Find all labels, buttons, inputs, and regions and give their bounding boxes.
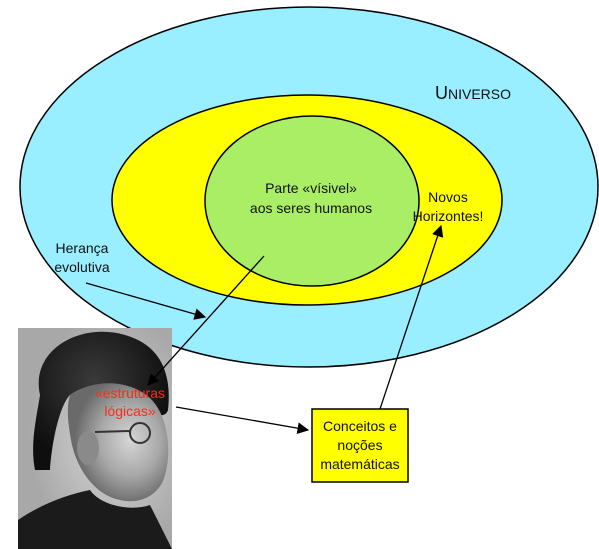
logical-structures-label-line2: lógicas»: [104, 403, 156, 419]
visible-part-label-line1: Parte «vísivel»: [265, 180, 357, 196]
math-concepts-label-line3: matemáticas: [320, 456, 399, 472]
portrait-photo: [18, 328, 172, 549]
universe-label-rest: NIVERSO: [448, 86, 511, 102]
evolutionary-heritage-label-line1: Herança: [56, 240, 109, 256]
logical-structures-label-line1: «estruturas: [95, 385, 165, 401]
universe-label: UNIVERSO: [435, 83, 511, 103]
math-concepts-box: [311, 408, 409, 483]
arrow-visible-to-structures: [147, 255, 265, 386]
new-horizons-label-line1: Novos: [428, 189, 468, 205]
arrow-heritage-to-universe-edge: [85, 282, 207, 320]
new-horizons-label-line2: Horizontes!: [413, 208, 484, 224]
math-concepts-label-line2: noções: [337, 437, 382, 453]
universe-label-initial: U: [435, 83, 448, 103]
arrow-concepts-to-horizons: [379, 224, 444, 410]
visible-part-label-line2: aos seres humanos: [250, 200, 372, 216]
arrow-structures-to-concepts: [175, 406, 310, 434]
evolutionary-heritage-label-line2: evolutiva: [54, 259, 109, 275]
visible-part-ellipse: [204, 115, 420, 287]
math-concepts-label-line1: Conceitos e: [323, 418, 397, 434]
